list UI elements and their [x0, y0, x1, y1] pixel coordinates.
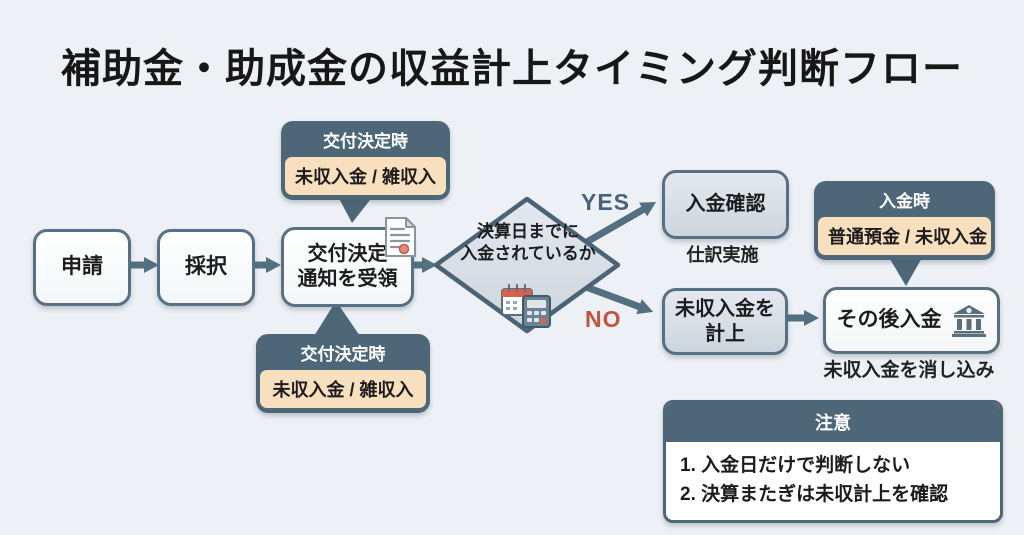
note-body: 1. 入金日だけで判断しない 2. 決算またぎは未収計上を確認 [666, 442, 1000, 520]
note-box: 注意 1. 入金日だけで判断しない 2. 決算またぎは未収計上を確認 [663, 400, 1003, 523]
callout-deposit-time-header: 入金時 [879, 192, 930, 211]
node-apply: 申請 [33, 229, 131, 306]
callout-grant-top-body: 未収入金 / 雑収入 [285, 157, 446, 195]
callout-deposit-time: 入金時 普通預金 / 未収入金 [814, 181, 995, 260]
calendar-calculator-icon [501, 284, 551, 328]
no-label: NO [585, 306, 622, 332]
callout-grant-bottom-header: 交付決定時 [300, 345, 386, 364]
node-adopt: 採択 [157, 229, 255, 306]
node-later-deposit: その後入金 [823, 287, 1000, 354]
document-icon [385, 217, 416, 257]
decision-label: 決算日までに 入金されているか [460, 222, 596, 264]
node-deposit-check: 入金確認 [662, 170, 789, 239]
decision-diamond [433, 196, 621, 334]
callout-grant-top: 交付決定時 未収入金 / 雑収入 [281, 121, 450, 200]
node-accrue: 未収入金を 計上 [662, 288, 788, 355]
yes-label: YES [581, 189, 631, 215]
note-header: 注意 [666, 403, 1000, 442]
arrow-yes [581, 202, 657, 247]
bank-icon [951, 305, 986, 337]
callout-grant-bottom: 交付決定時 未収入金 / 雑収入 [256, 334, 430, 413]
deposit-check-sublabel: 仕訳実施 [686, 245, 759, 265]
later-deposit-sublabel: 未収入金を消し込み [823, 360, 995, 381]
callout-grant-top-header: 交付決定時 [323, 132, 408, 151]
page-title: 補助金・助成金の収益計上タイミング判断フロー [61, 47, 963, 91]
note-item: 2. 決算またぎは未収計上を確認 [680, 484, 949, 506]
callout-deposit-time-body: 普通預金 / 未収入金 [818, 217, 991, 255]
callout-grant-bottom-body: 未収入金 / 雑収入 [260, 370, 426, 408]
callout-tail-bottom [314, 301, 360, 336]
arrow-no [582, 283, 654, 315]
node-notice: 交付決定 通知を受領 [281, 227, 414, 307]
note-item: 1. 入金日だけで判断しない [680, 455, 911, 476]
